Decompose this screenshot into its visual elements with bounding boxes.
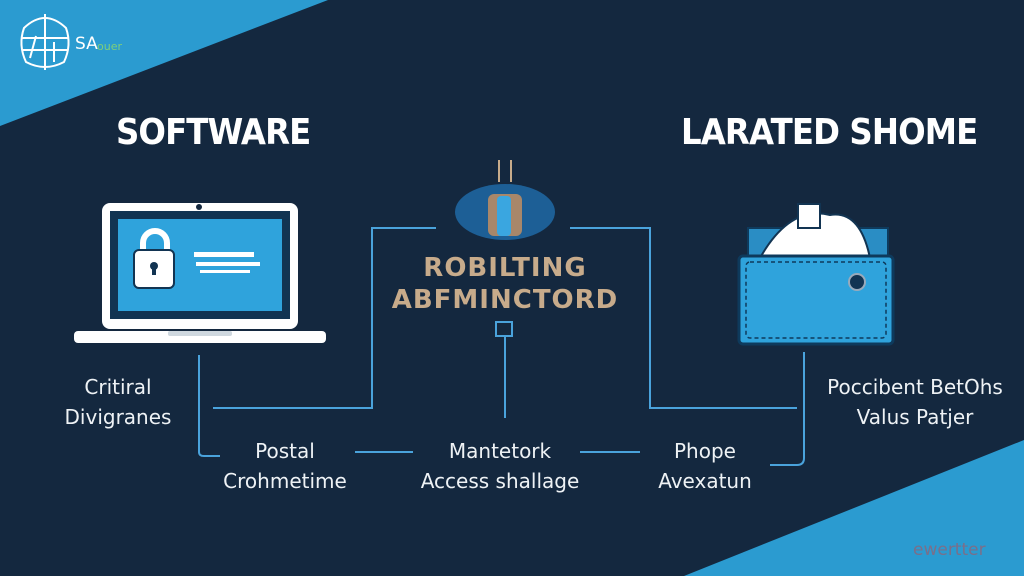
label-bottom-2-line1: Mantetork <box>448 439 552 463</box>
watermark: ewertter <box>913 540 986 560</box>
logo-text: SA <box>75 34 98 54</box>
label-left: Critiral Divigranes <box>48 372 188 432</box>
label-left-line2: Divigranes <box>64 405 172 429</box>
label-right-line2: Valus Patjer <box>856 405 974 429</box>
label-bottom-1: Postal Crohmetime <box>205 436 365 496</box>
label-bottom-3: Phope Avexatun <box>640 436 770 496</box>
label-left-line1: Critiral <box>84 375 152 399</box>
center-title-line1: ROBILTING <box>423 253 587 283</box>
top-left-accent <box>0 0 328 126</box>
heading-software: SOFTWARE <box>116 112 311 153</box>
label-bottom-3-line2: Avexatun <box>658 469 752 493</box>
label-bottom-2-line2: Access shallage <box>420 469 580 493</box>
heading-right: LARATED SHOME <box>681 112 978 153</box>
robot-emblem-icon <box>455 160 555 337</box>
laptop-lock-icon <box>74 203 326 343</box>
label-bottom-3-line1: Phope <box>674 439 736 463</box>
logo-globe-icon <box>20 14 70 70</box>
label-right: Poccibent BetOhs Valus Patjer <box>810 372 1020 432</box>
label-bottom-1-line2: Crohmetime <box>223 469 347 493</box>
label-bottom-1-line1: Postal <box>255 439 315 463</box>
wallet-icon <box>737 203 895 346</box>
logo-subtext: ouer <box>97 40 122 53</box>
label-right-line1: Poccibent BetOhs <box>827 375 1003 399</box>
connector-lines <box>198 227 805 466</box>
bottom-right-accent <box>684 440 1024 576</box>
label-bottom-2: Mantetork Access shallage <box>410 436 590 496</box>
center-title-line2: ABFMINCTORD <box>391 285 619 315</box>
center-title: ROBILTING ABFMINCTORD <box>380 252 630 316</box>
